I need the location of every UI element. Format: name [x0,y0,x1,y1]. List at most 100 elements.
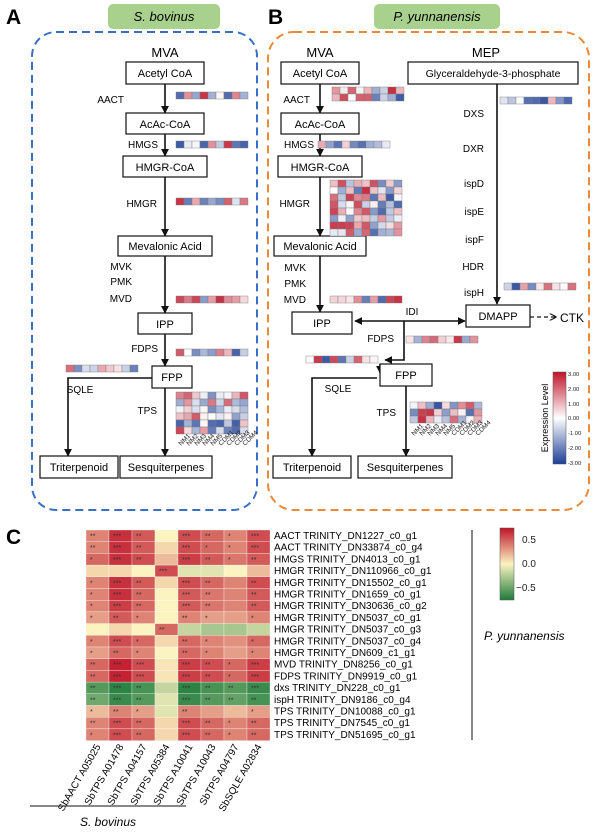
expression-cell [345,193,355,202]
expression-cell [473,408,483,417]
heatmap-cell [154,635,179,648]
strip-b-hmgr [329,179,403,237]
expression-cell [207,405,217,414]
significance-mark: * [90,580,93,587]
heatmap-cell [108,623,133,636]
expression-cell [329,355,339,364]
heatmap-cell [154,728,179,741]
expression-cell [393,186,403,195]
expression-cell [175,348,185,357]
expression-cell [231,412,241,421]
expression-cell [361,200,371,209]
significance-mark: ** [228,697,234,704]
expression-cell [191,140,201,149]
expression-cell [223,197,233,206]
significance-mark: *** [251,674,259,681]
expression-cell [393,179,403,188]
expression-cell [511,282,521,291]
expression-cell [385,193,395,202]
significance-mark: *** [182,557,190,564]
expression-cell [393,207,403,216]
significance-mark: *** [182,580,190,587]
expression-cell [129,364,139,373]
expression-cell [345,179,355,188]
significance-mark: ** [228,686,234,693]
expression-cell [563,96,573,105]
expression-cell [207,419,217,428]
panel-a-arrows [64,84,169,457]
expression-cell [381,140,391,149]
expression-cell [437,335,447,344]
panel-a-tps-col-labels: NM1 NM2 NM3 NM4 NM5 CDM1 CDM2 CDM3 CDM4 [177,429,259,447]
significance-mark: *** [113,697,121,704]
expression-cell [357,140,367,149]
a-triterpenoid: Triterpenoid [50,462,108,474]
heatmap-cell [131,564,156,577]
significance-mark: ** [205,674,211,681]
significance-mark: ** [136,732,142,739]
significance-mark: * [136,615,139,622]
significance-mark: ** [205,534,211,541]
expression-cell [387,86,397,95]
heatmap-cell [154,576,179,589]
significance-mark: ** [136,545,142,552]
expression-cell [231,391,241,400]
expression-cell [337,186,347,195]
expression-cell [339,86,349,95]
significance-mark: ** [251,697,257,704]
expression-cell [215,419,225,428]
expression-cell [199,197,209,206]
expression-cell [207,391,217,400]
b-enzyme-aact: AACT [283,95,310,106]
expression-cell [223,398,233,407]
significance-mark: * [228,534,231,541]
significance-mark: *** [159,569,167,576]
expression-cell [371,93,381,102]
a-fpp: FPP [161,372,182,384]
significance-mark: *** [113,662,121,669]
panel-b-expression-strips [305,86,577,424]
expression-cell [527,282,537,291]
expression-cell [317,140,327,149]
expression-cell [331,93,341,102]
expression-cell [377,186,387,195]
heatmap-row-label: HMGR TRINITY_DN5037_c0_g4 [274,636,422,647]
expression-cell [393,200,403,209]
expression-cell [175,398,185,407]
expression-cell [353,228,363,237]
expression-cell [523,96,533,105]
heatmap-row-label: HMGR TRINITY_DN609_c1_g1 [274,648,416,659]
b-fpp: FPP [395,370,416,382]
expression-cell [215,348,225,357]
expression-cell [337,207,347,216]
expression-cell [333,140,343,149]
expression-cell [433,415,443,424]
expression-cell [105,364,115,373]
expression-cell [231,398,241,407]
expression-cell [215,412,225,421]
significance-mark: *** [182,674,190,681]
expression-cell [207,426,217,435]
a-enzyme-pmk: PMK [110,277,132,288]
strip-b-isph [503,282,577,291]
b-mevalonic-acid: Mevalonic Acid [283,241,356,253]
heatmap-cell [223,623,248,636]
correlation-colorbar-bar [499,527,515,601]
expression-cell [515,96,525,105]
expression-cell [353,214,363,223]
expression-cell [239,419,249,428]
expression-cell [347,86,357,95]
colorbar-tick: 0.0 [522,559,536,570]
expression-cell [445,335,455,344]
expression-cell [239,398,249,407]
significance-mark: ** [205,662,211,669]
expression-cell [183,91,193,100]
expression-cell [361,228,371,237]
panel-b-letter: B [268,6,283,29]
significance-mark: *** [182,732,190,739]
expression-cell [347,93,357,102]
expression-cell [361,186,371,195]
heatmap-cell [223,588,248,601]
